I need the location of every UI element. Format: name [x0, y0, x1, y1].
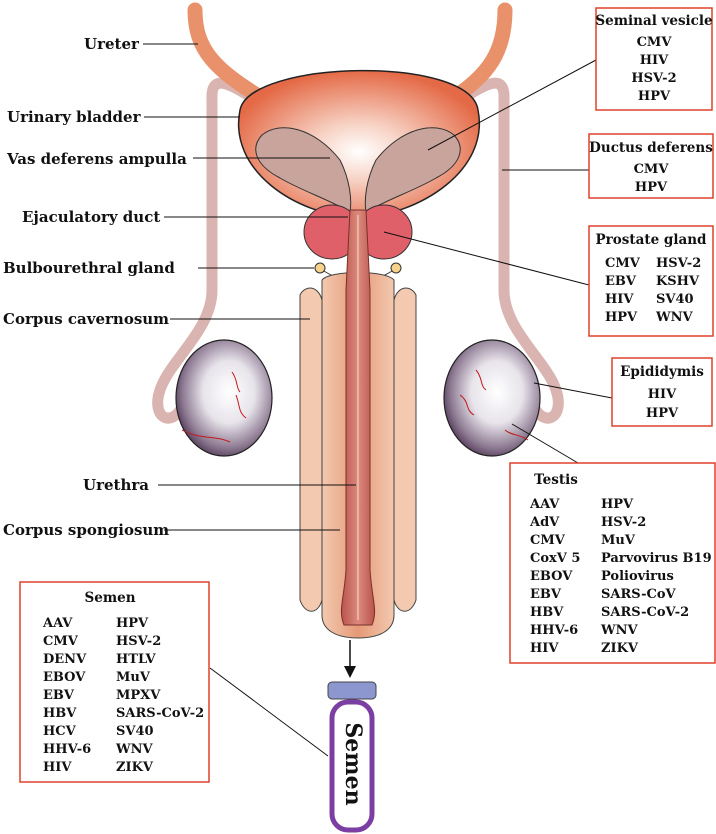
corpus-cavernosum-right — [393, 287, 417, 612]
box-title: Epididymis — [620, 364, 704, 380]
testis-left — [175, 339, 273, 457]
virus-item: HPV — [646, 406, 679, 421]
virus-item: KSHV — [656, 274, 700, 289]
virus-item: HPV — [116, 616, 149, 631]
right-leaders — [209, 59, 613, 757]
virus-item: HIV — [605, 292, 634, 307]
box-title: Ductus deferens — [589, 140, 713, 156]
virus-item: CMV — [605, 256, 641, 271]
virus-item: DENV — [43, 652, 87, 667]
testis-veins — [181, 369, 529, 443]
flow-arrow-head — [344, 666, 356, 678]
virus-item: AdV — [529, 515, 560, 530]
virus-item: HSV-2 — [601, 515, 646, 530]
label-cavernosum: Corpus cavernosum — [3, 310, 169, 328]
label-bladder: Urinary bladder — [7, 108, 142, 126]
virus-item: Poliovirus — [601, 569, 674, 584]
box-title: Seminal vesicle — [595, 13, 712, 29]
label-ampulla: Vas deferens ampulla — [6, 150, 187, 168]
box-testis: Testis AAV AdV CMV CoxV 5 EBOV EBV HBV H… — [509, 462, 716, 664]
virus-item: EBOV — [530, 569, 573, 584]
tube-label: Semen — [340, 722, 366, 805]
label-ureter: Ureter — [84, 35, 140, 53]
virus-item: HCV — [43, 724, 77, 739]
virus-item: HPV — [635, 180, 668, 195]
label-urethra: Urethra — [83, 476, 149, 494]
virus-item: HPV — [601, 497, 634, 512]
virus-item: CMV — [530, 533, 566, 548]
label-bulbourethral: Bulbourethral gland — [3, 259, 175, 277]
virus-item: SARS-CoV — [601, 587, 677, 602]
virus-item: HHV-6 — [530, 623, 578, 638]
bulbourethral-gland-left — [314, 262, 326, 274]
virus-item: CoxV 5 — [530, 551, 580, 566]
virus-item: MuV — [116, 670, 151, 685]
virus-item: HBV — [43, 706, 77, 721]
virus-item: HIV — [648, 387, 677, 402]
virus-item: HPV — [605, 310, 638, 325]
virus-item: SV40 — [116, 724, 154, 739]
virus-item: HTLV — [116, 652, 157, 667]
virus-item: MPXV — [116, 688, 161, 703]
virus-item: EBOV — [43, 670, 86, 685]
testis-right — [443, 339, 541, 457]
left-labels: Ureter Urinary bladder Vas deferens ampu… — [3, 35, 356, 539]
virus-item: SARS-CoV-2 — [116, 706, 204, 721]
virus-item: ZIKV — [601, 641, 639, 656]
virus-item: SARS-CoV-2 — [601, 605, 689, 620]
box-semen: Semen AAV CMV DENV EBOV EBV HBV HCV HHV-… — [19, 581, 210, 783]
corpus-cavernosum-left — [299, 287, 323, 612]
bulbourethral-gland-right — [390, 262, 402, 274]
virus-item: HSV-2 — [631, 71, 676, 86]
virus-item: HIV — [43, 760, 72, 775]
virus-item: CMV — [634, 162, 670, 177]
left-ureter — [187, 2, 273, 108]
virus-item: EBV — [605, 274, 637, 289]
label-spongiosum: Corpus spongiosum — [3, 521, 169, 539]
virus-item: HSV-2 — [656, 256, 701, 271]
box-seminal-vesicle: Seminal vesicle CMV HIV HSV-2 HPV — [595, 7, 713, 111]
virus-item: EBV — [43, 688, 75, 703]
virus-item: Parvovirus B19 — [601, 551, 712, 566]
virus-item: WNV — [115, 742, 153, 757]
virus-item: HIV — [530, 641, 559, 656]
box-title: Testis — [534, 472, 578, 488]
virus-item: WNV — [600, 623, 638, 638]
virus-item: AAV — [42, 616, 73, 631]
virus-item: CMV — [637, 35, 673, 50]
virus-item: MuV — [601, 533, 636, 548]
virus-item: WNV — [655, 310, 693, 325]
virus-item: CMV — [43, 634, 79, 649]
virus-item: HSV-2 — [116, 634, 161, 649]
box-epididymis: Epididymis HIV HPV — [611, 357, 713, 427]
box-prostate-gland: Prostate gland CMV EBV HIV HPV HSV-2 KSH… — [588, 225, 714, 337]
virus-item: AAV — [529, 497, 560, 512]
virus-item: HBV — [530, 605, 564, 620]
virus-item: HPV — [638, 89, 671, 104]
virus-item: SV40 — [656, 292, 694, 307]
virus-item: ZIKV — [116, 760, 154, 775]
virus-item: HIV — [640, 53, 669, 68]
semen-tube — [329, 699, 375, 833]
label-ejaculatory: Ejaculatory duct — [22, 208, 160, 226]
box-title: Prostate gland — [596, 232, 708, 248]
box-ductus-deferens: Ductus deferens CMV HPV — [588, 133, 714, 199]
box-title: Semen — [84, 590, 135, 606]
virus-item: HHV-6 — [43, 742, 91, 757]
virus-item: EBV — [530, 587, 562, 602]
tube-cap — [327, 681, 377, 700]
